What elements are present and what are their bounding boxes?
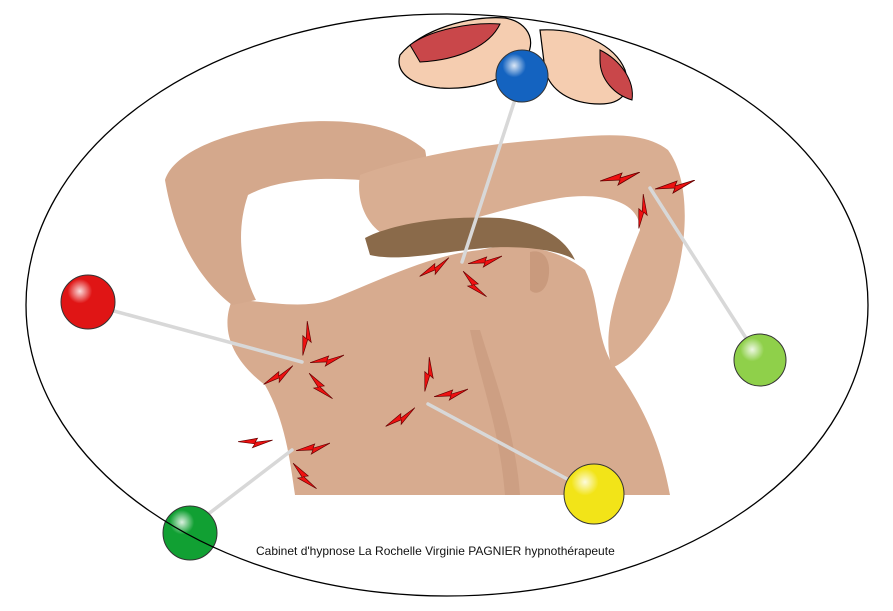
- green-pin: [162, 505, 218, 561]
- pin-lines: [90, 76, 762, 530]
- pin-heads: [60, 49, 787, 561]
- blue-pin: [495, 49, 549, 103]
- right-arm: [359, 135, 685, 368]
- spine-shadow: [470, 330, 520, 495]
- oval-frame: [25, 13, 869, 597]
- light-green-pin: [733, 333, 787, 387]
- red-pin: [60, 274, 116, 330]
- left-arm: [165, 121, 427, 305]
- ear: [530, 251, 550, 293]
- yellow-pin: [563, 463, 625, 525]
- back-figure: [165, 121, 685, 495]
- pinching-fingers: [398, 17, 633, 105]
- torso: [227, 246, 670, 495]
- caption: Cabinet d'hypnose La Rochelle Virginie P…: [256, 544, 615, 558]
